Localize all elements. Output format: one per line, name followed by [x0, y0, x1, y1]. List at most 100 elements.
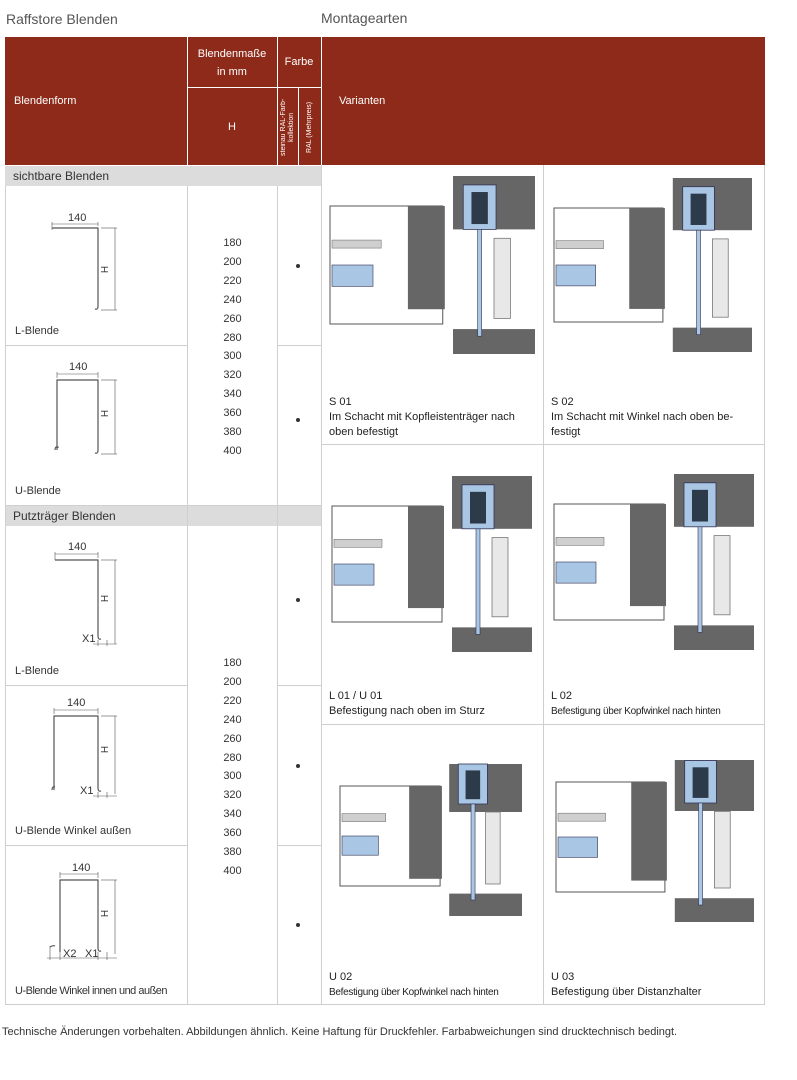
motor-block: [690, 193, 707, 225]
profile-cell-l-blende: L-Blende 140 H: [5, 186, 187, 345]
farbe-dot: [296, 418, 300, 422]
farbe-dot: [296, 923, 300, 927]
lintel-block: [630, 504, 666, 607]
lintel-block: [629, 208, 665, 309]
frame-bar: [557, 812, 606, 822]
sill-plate: [331, 264, 374, 287]
table-header: [5, 37, 765, 165]
farbe-dot: [296, 598, 300, 602]
sill-plate: [557, 836, 598, 858]
lintel-block: [408, 506, 444, 609]
u-blende-winkel-aussen-drawing: [51, 708, 117, 798]
guide-rail: [696, 229, 701, 335]
height-value: 320: [223, 369, 242, 382]
profile-cell-u-blende: U-Blende 140 H: [5, 346, 187, 505]
sill-plate: [341, 835, 379, 856]
height-value: 380: [223, 846, 242, 859]
window-profile: [712, 238, 729, 318]
window-profile: [485, 811, 501, 885]
l-blende-profile-drawing: [51, 222, 117, 311]
window-profile: [493, 237, 511, 319]
guide-rail: [477, 229, 482, 337]
guide-rail: [697, 526, 703, 633]
motor-block: [692, 489, 708, 522]
height-value: 260: [223, 732, 242, 745]
height-value: 200: [223, 255, 242, 268]
farbe-dot: [296, 764, 300, 768]
section-sichtbare-blenden: sichtbare Blenden: [5, 166, 321, 186]
height-value: 240: [223, 713, 242, 726]
window-profile: [714, 811, 731, 889]
header-blendenform: Blendenform: [14, 95, 77, 107]
height-value: 240: [223, 293, 242, 306]
height-value: 180: [223, 237, 242, 249]
height-value: 220: [223, 274, 242, 287]
profile-label: U-Blende Winkel innen und außen: [15, 985, 168, 997]
sill-block: [453, 329, 535, 354]
window-profile: [491, 537, 509, 618]
motor-block: [470, 491, 486, 524]
height-value: 220: [223, 694, 242, 707]
height-value: 340: [223, 388, 242, 401]
profile-label: L-Blende: [15, 665, 60, 677]
motor-block: [471, 192, 488, 225]
height-value: 200: [223, 675, 242, 688]
height-value: 400: [223, 864, 242, 877]
farbe-dot: [296, 264, 300, 268]
lintel-block: [409, 786, 442, 879]
section-title-montagearten: Montagearten: [321, 10, 408, 26]
sill-block: [674, 898, 754, 922]
sill-block: [674, 625, 754, 650]
motor-block: [692, 767, 709, 798]
l-blende-putztraeger-drawing: [54, 552, 117, 646]
profile-label: U-Blende: [15, 485, 61, 497]
height-value: 300: [223, 770, 242, 783]
height-value: 280: [223, 331, 242, 344]
height-value: 360: [223, 407, 242, 420]
motor-block: [465, 770, 481, 800]
frame-bar: [555, 240, 604, 249]
height-value: 280: [223, 751, 242, 764]
height-value: 380: [223, 426, 242, 439]
profile-cell-u-blende-winkel-innen-aussen: U-Blende Winkel innen und außen 140 H X2…: [5, 846, 187, 1004]
height-value: 180: [223, 657, 242, 669]
header-farbe: Farbe: [284, 56, 314, 68]
section-putztraeger-blenden: Putzträger Blenden: [5, 506, 321, 526]
u-blende-profile-drawing: [54, 372, 117, 455]
sill-block: [452, 627, 532, 652]
height-value: 360: [223, 827, 242, 840]
profile-label: U-Blende Winkel außen: [15, 825, 132, 837]
page-title: Raffstore Blenden: [6, 11, 118, 27]
height-value: 300: [223, 350, 242, 363]
sill-plate: [333, 563, 375, 586]
height-value: 340: [223, 808, 242, 821]
height-value: 400: [223, 444, 242, 457]
profile-cell-u-blende-winkel-aussen: U-Blende Winkel außen 140 H X1: [5, 686, 187, 845]
guide-rail: [475, 528, 481, 635]
frame-bar: [331, 239, 382, 249]
frame-bar: [555, 537, 605, 546]
sill-plate: [555, 561, 597, 584]
window-profile: [713, 535, 731, 616]
lintel-block: [407, 206, 445, 310]
header-varianten: Varianten: [339, 95, 386, 107]
sill-block: [672, 327, 752, 352]
frame-bar: [333, 539, 383, 548]
profile-label: L-Blende: [15, 325, 60, 337]
guide-rail: [698, 802, 703, 906]
header-h: H: [228, 121, 236, 133]
height-value: 320: [223, 789, 242, 802]
footer-disclaimer: Technische Änderungen vorbehalten. Abbil…: [2, 1026, 678, 1038]
frame-bar: [341, 813, 386, 822]
guide-rail: [470, 803, 476, 901]
lintel-block: [631, 782, 667, 881]
